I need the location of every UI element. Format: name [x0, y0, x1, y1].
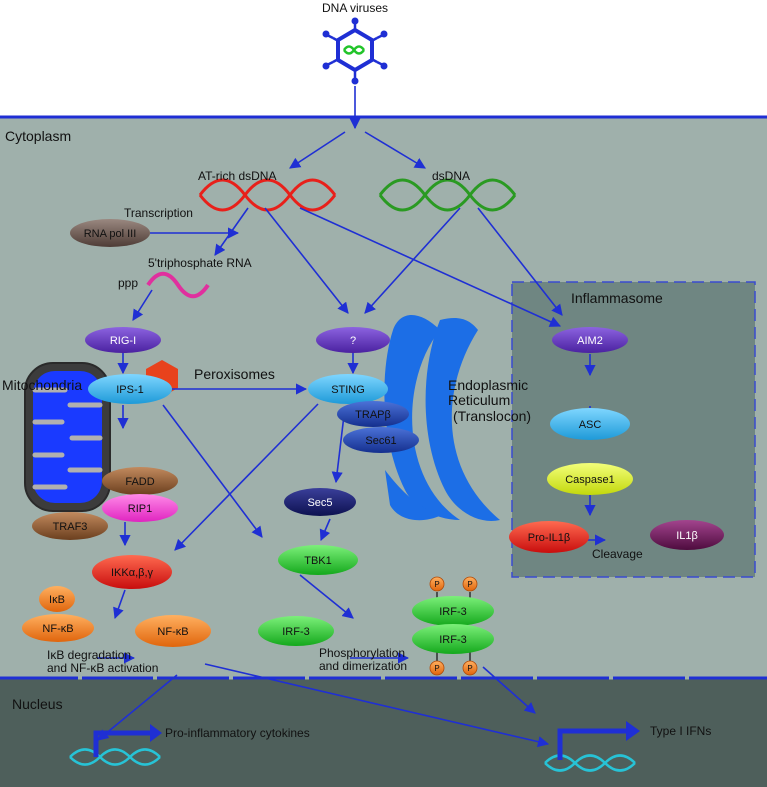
pro-il1b-node: Pro-IL1β [509, 521, 589, 553]
pathway-arrows [97, 86, 607, 748]
il1b-node: IL1β [650, 520, 724, 550]
phospho-p-top-left: P [429, 576, 445, 592]
svg-text:Pro-IL1β: Pro-IL1β [528, 532, 570, 544]
inflammasome-label: Inflammasome [571, 290, 663, 306]
irf3-dimer: IRF-3 IRF-3 P P P P [412, 576, 494, 676]
ikb-node: IκB [39, 586, 75, 612]
nucleus-label: Nucleus [12, 696, 63, 712]
sec5-node: Sec5 [284, 488, 356, 516]
svg-text:P: P [434, 580, 439, 589]
fadd-node: FADD [102, 467, 178, 495]
svg-text:IPS-1: IPS-1 [116, 384, 144, 396]
rna-pol-iii-node: RNA pol III [70, 219, 150, 247]
ikb-degradation-label-1: IκB degradation [47, 648, 131, 662]
dsdna-label: dsDNA [432, 169, 470, 183]
triphosphate-rna-strand [146, 271, 210, 299]
tbk1-node: TBK1 [278, 545, 358, 575]
cytoplasm-label: Cytoplasm [5, 128, 71, 144]
pro-inflammatory-label: Pro-inflammatory cytokines [165, 726, 310, 740]
svg-text:IKKα,β,γ: IKKα,β,γ [111, 567, 154, 579]
svg-text:Sec61: Sec61 [365, 435, 396, 447]
type1-ifn-promoter-arrow [557, 728, 626, 760]
svg-text:AIM2: AIM2 [577, 335, 603, 347]
pro-inflammatory-gene-helix [69, 748, 161, 766]
dna-virus-icon [322, 17, 388, 85]
svg-text:IL1β: IL1β [676, 530, 698, 542]
sec61-node: Sec61 [343, 427, 419, 453]
phospho-p-bottom-left: P [429, 660, 445, 676]
svg-text:TRAF3: TRAF3 [53, 521, 88, 533]
triphosphate-rna-label: 5'triphosphate RNA [148, 256, 252, 270]
svg-text:RIG-I: RIG-I [110, 335, 136, 347]
trapb-node: TRAPβ [337, 401, 409, 427]
svg-text:TRAPβ: TRAPβ [355, 409, 391, 421]
ppp-label: ppp [118, 276, 138, 290]
dsdna-helix [378, 178, 517, 212]
pro-inflammatory-promoter-arrow [93, 730, 150, 757]
nfkb-left-node: NF-κB [22, 614, 94, 642]
endoplasmic-reticulum [384, 315, 500, 521]
svg-text:IRF-3: IRF-3 [439, 606, 467, 618]
svg-text:Caspase1: Caspase1 [565, 474, 615, 486]
phospho-p-bottom-right: P [462, 660, 478, 676]
aim2-node: AIM2 [552, 327, 628, 353]
irf3-dimer-top [412, 596, 494, 626]
type1-ifn-label: Type I IFNs [650, 724, 711, 738]
svg-text:IRF-3: IRF-3 [439, 634, 467, 646]
rip1-node: RIP1 [102, 494, 178, 522]
svg-text:TBK1: TBK1 [304, 555, 332, 567]
svg-text:IRF-3: IRF-3 [282, 626, 310, 638]
svg-text:IκB: IκB [49, 594, 65, 606]
dna-viruses-title: DNA viruses [322, 1, 388, 15]
cleavage-label: Cleavage [592, 547, 643, 561]
at-rich-dsdna-helix [198, 178, 337, 212]
er-label-3: (Translocon) [453, 408, 531, 424]
svg-text:P: P [467, 580, 472, 589]
type1-ifn-arrowhead [626, 721, 640, 741]
traf3-node: TRAF3 [32, 512, 108, 540]
irf3-monomer-node: IRF-3 [258, 616, 334, 646]
caspase1-node: Caspase1 [547, 463, 633, 495]
ikk-node: IKKα,β,γ [92, 555, 172, 589]
phospho-p-top-right: P [462, 576, 478, 592]
svg-text:NF-κB: NF-κB [157, 626, 188, 638]
svg-text:Sec5: Sec5 [307, 497, 332, 509]
svg-text:?: ? [350, 335, 356, 347]
svg-text:FADD: FADD [125, 476, 154, 488]
at-rich-dsdna-label: AT-rich dsDNA [198, 169, 276, 183]
phosphorylation-label-2: and dimerization [319, 659, 407, 673]
pro-inflammatory-arrowhead [150, 724, 162, 742]
asc-node: ASC [550, 408, 630, 440]
svg-text:RNA pol III: RNA pol III [84, 228, 137, 240]
er-label-1: Endoplasmic [448, 377, 528, 393]
nfkb-right-node: NF-κB [135, 615, 211, 647]
sting-node: STING [308, 374, 388, 404]
mitochondria-organelle [24, 362, 111, 512]
svg-text:RIP1: RIP1 [128, 503, 152, 515]
ips1-node: IPS-1 [88, 374, 172, 404]
svg-text:NF-κB: NF-κB [42, 623, 73, 635]
mitochondria-label: Mitochondria [2, 377, 82, 393]
peroxisomes-label: Peroxisomes [194, 366, 275, 382]
phosphorylation-label-1: Phosphorylation [319, 646, 405, 660]
svg-text:P: P [467, 664, 472, 673]
unknown-sensor-node: ? [316, 327, 390, 353]
svg-text:ASC: ASC [579, 419, 602, 431]
er-label-2: Reticulum [448, 392, 510, 408]
svg-text:STING: STING [331, 384, 365, 396]
svg-text:P: P [434, 664, 439, 673]
rig-i-node: RIG-I [85, 327, 161, 353]
ikb-degradation-label-2: and NF-κB activation [47, 661, 158, 675]
irf3-dimer-bottom [412, 624, 494, 654]
transcription-label: Transcription [124, 206, 193, 220]
